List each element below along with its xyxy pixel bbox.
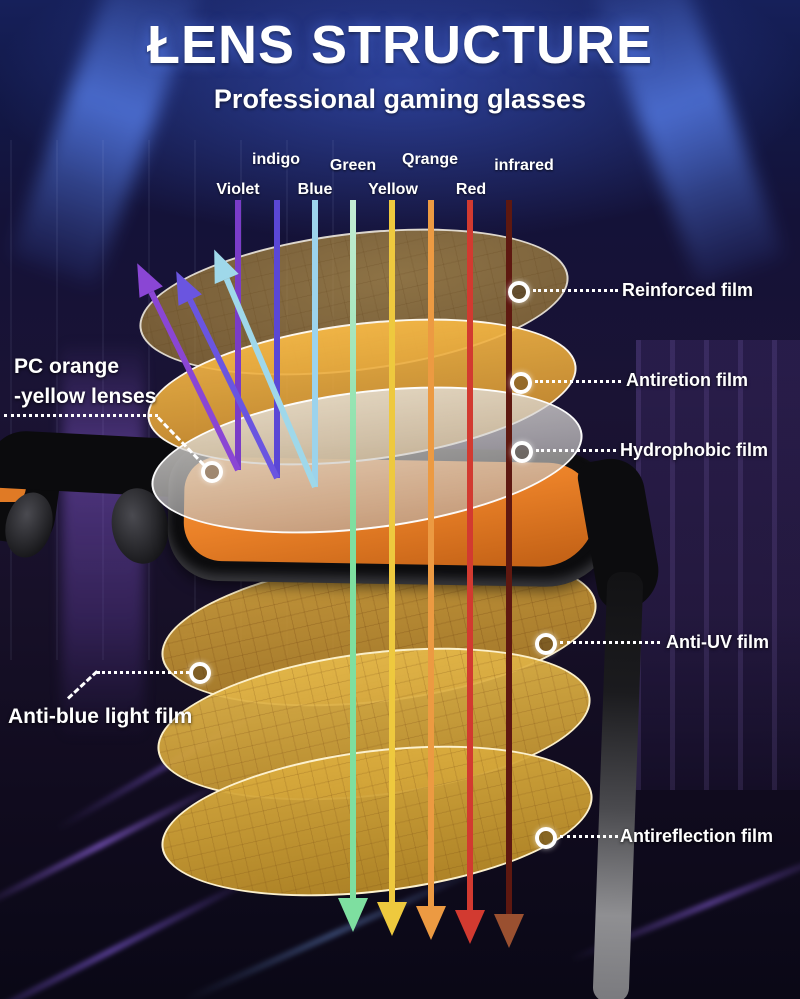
label-antireflection-film: Antireflection film — [620, 826, 774, 846]
label-pc-lens: PC orange -yellow lenses — [14, 352, 156, 412]
label-pc-lens-line2: -yellow lenses — [14, 385, 157, 408]
callout-dot-antireflection — [535, 827, 557, 849]
label-reinforced-film: Reinforced film — [622, 280, 754, 300]
page-title: ŁENS STRUCTURE — [146, 15, 653, 75]
ray-orange — [428, 200, 434, 906]
label-anti-uv-film: Anti-UV film — [666, 632, 769, 652]
ray-indigo — [274, 200, 280, 478]
callout-dot-anti-uv — [535, 633, 557, 655]
callout-line-antireflection — [560, 835, 618, 838]
ray-infrared — [506, 200, 512, 914]
callout-dot-reinforced — [508, 281, 530, 303]
callout-line-anti-uv — [560, 641, 660, 644]
callout-dot-pc-lens — [201, 461, 223, 483]
ray-green — [350, 200, 356, 898]
ray-violet — [235, 200, 241, 470]
callout-line-pc-lens — [4, 414, 158, 417]
label-hydrophobic-film: Hydrophobic film — [620, 440, 768, 460]
spectrum-label-violet: Violet — [216, 181, 260, 198]
page-subtitle: Professional gaming glasses — [213, 84, 587, 114]
callout-line-anti-blue — [97, 671, 189, 674]
label-pc-lens-line1: PC orange — [14, 355, 120, 378]
spectrum-label-infrared: infrared — [494, 157, 554, 174]
spectrum-label-blue: Blue — [297, 181, 333, 198]
callout-dot-hydrophobic — [511, 441, 533, 463]
label-anti-blue-film: Anti-blue light film — [8, 705, 193, 728]
spectrum-label-indigo: indigo — [252, 151, 300, 168]
spectrum-label-green: Green — [329, 157, 377, 174]
callout-line-hydrophobic — [536, 449, 616, 452]
callout-line-antiretion — [535, 380, 621, 383]
label-antiretion-film: Antiretion film — [626, 370, 748, 390]
purple-panel-right — [636, 340, 800, 790]
spectrum-label-orange: Qrange — [401, 151, 459, 168]
ray-red — [467, 200, 473, 910]
ray-blue — [312, 200, 318, 487]
ray-yellow — [389, 200, 395, 902]
callout-line-reinforced — [533, 289, 618, 292]
spectrum-label-red: Red — [455, 181, 487, 198]
callout-dot-antiretion — [510, 372, 532, 394]
spectrum-label-yellow: Yellow — [368, 181, 418, 198]
callout-dot-anti-blue — [189, 662, 211, 684]
